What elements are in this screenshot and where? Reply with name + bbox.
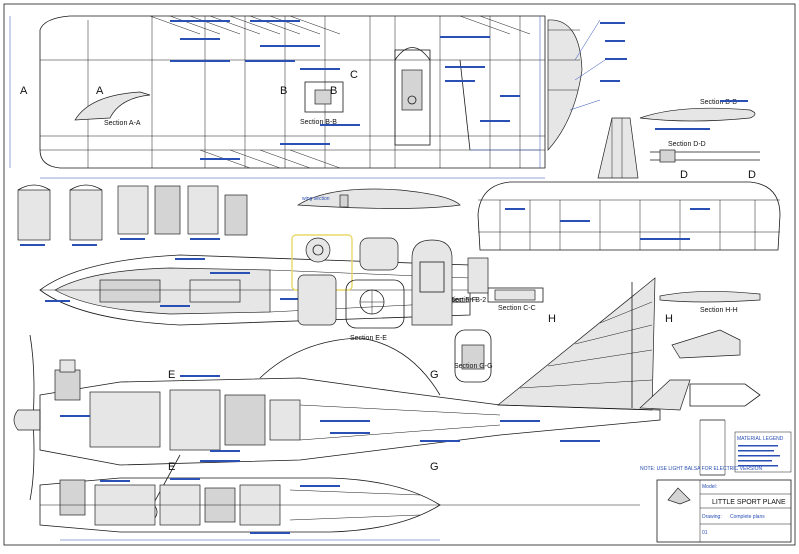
cut-mark-g-top: G — [430, 369, 439, 381]
cut-mark-a-right: A — [96, 85, 104, 97]
section-hh: Section H-H — [659, 291, 761, 314]
material-legend-heading: MATERIAL LEGEND — [737, 436, 784, 442]
title-drawing-label: Drawing: — [702, 514, 722, 520]
section-dd-former-label: Section G-G — [454, 363, 493, 370]
balsa-note: NOTE: USE LIGHT BALSA FOR ELECTRIC VERSI… — [640, 466, 763, 472]
section-ee: Section E-E — [297, 274, 405, 342]
wing-airfoil-view: Section B-B — [639, 99, 756, 130]
fuel-tank-bay — [89, 391, 161, 448]
section-bb-label: Section B-B — [300, 119, 337, 126]
wing-tip-detail — [547, 19, 627, 151]
cut-mark-h-right: H — [665, 313, 673, 325]
fuselage-bottom-view — [39, 477, 640, 541]
section-cc-former — [411, 239, 453, 326]
section-b2-label: Section B-2 — [450, 297, 486, 304]
airfoil-caption: Section B-B — [700, 99, 737, 106]
cut-mark-a-left: A — [20, 85, 28, 97]
cut-mark-d-left: D — [680, 169, 688, 181]
section-dd-label: Section D-D — [668, 141, 706, 148]
vertical-fin — [597, 117, 639, 179]
title-sheet-no: 01 — [702, 530, 708, 536]
section-gg-label: Section C-C — [498, 305, 536, 312]
title-model-label: Model: — [702, 484, 717, 490]
section-dd: Section D-D D D — [650, 141, 760, 181]
fuselage-side-view: E E G G — [13, 334, 691, 522]
section-hh-label: Section H-H — [700, 307, 738, 314]
section-ff-label: Section F-F — [440, 297, 476, 304]
cut-mark-e-bottom: E — [168, 461, 175, 473]
title-drawing-value: Complete plans — [730, 514, 765, 520]
section-ee-label: Section E-E — [350, 335, 387, 342]
cut-mark-b-right: B — [330, 85, 337, 97]
cut-mark-c: C — [350, 69, 358, 81]
wing-section-airfoil: wing section — [296, 188, 461, 209]
wing-section-label: wing section — [302, 196, 330, 202]
canopy-outline — [259, 337, 441, 396]
section-aa-label: Section A-A — [104, 120, 141, 127]
engine-block — [54, 369, 81, 401]
cut-mark-h-left: H — [548, 313, 556, 325]
cut-mark-g-bottom: G — [430, 461, 439, 473]
section-gg: Section C-C Section B-2 — [450, 287, 544, 312]
cut-mark-d-right: D — [748, 169, 756, 181]
fuselage-formers — [17, 184, 248, 246]
section-g-former: Section G-G — [454, 329, 493, 383]
canopy-former — [359, 237, 489, 294]
fuselage-top-plan — [39, 254, 471, 326]
sheet-border — [3, 3, 796, 546]
title-text: LITTLE SPORT PLANE — [712, 499, 786, 506]
material-legend: MATERIAL LEGEND — [734, 431, 792, 473]
tail-side-detail — [671, 329, 761, 476]
cut-mark-e-top: E — [168, 369, 175, 381]
wing-plan-view: Section A-A A A Section B-B B B C — [9, 15, 546, 179]
eagle-logo — [667, 487, 691, 505]
title-block: Model: LITTLE SPORT PLANE Drawing: Compl… — [656, 479, 792, 543]
cut-mark-b-left: B — [280, 85, 287, 97]
fuselage-top-view — [477, 181, 781, 251]
